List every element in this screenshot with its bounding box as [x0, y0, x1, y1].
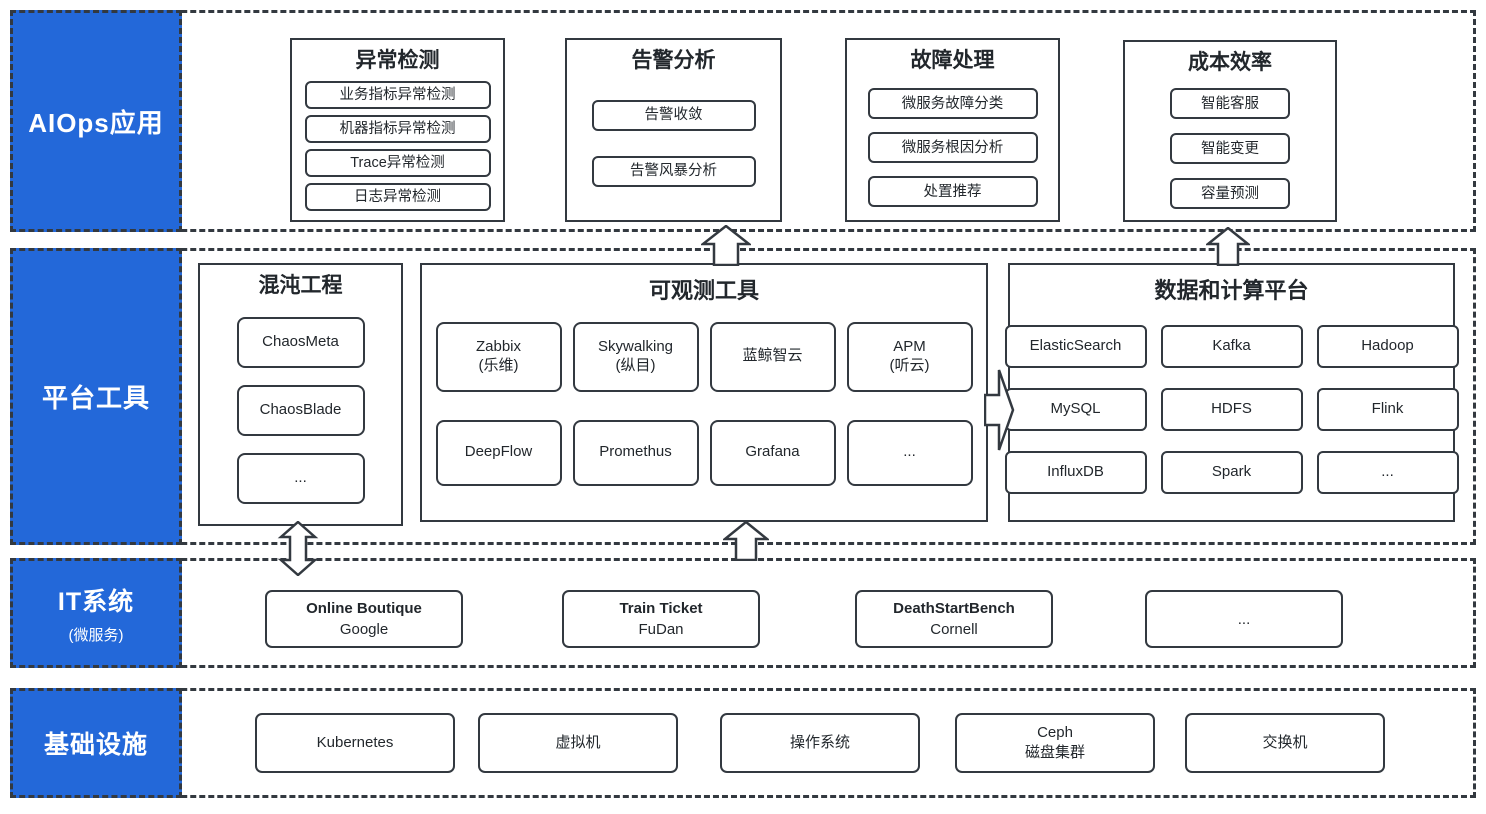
group-alert-analysis: 告警分析 告警收敛 告警风暴分析: [565, 38, 782, 222]
layer-label-platform: 平台工具: [10, 248, 182, 545]
it-app-org: Google: [339, 621, 389, 638]
up-arrow-itsystems-to-observability-icon: [723, 521, 769, 561]
dataplatform-component: HDFS: [1160, 387, 1303, 431]
dataplatform-grid: ElasticSearch Kafka Hadoop MySQL HDFS Fl…: [1004, 324, 1459, 494]
infra-kubernetes: Kubernetes: [255, 713, 455, 773]
dataplatform-component: MySQL: [1004, 387, 1147, 431]
layer-label-aiops-text: AIOps应用: [28, 107, 164, 138]
dataplatform-component: ElasticSearch: [1004, 324, 1147, 368]
fault-item: 微服务根因分析: [867, 132, 1038, 164]
group-title-alert: 告警分析: [631, 49, 716, 72]
cost-items: 智能客服 智能变更 容量预测: [1125, 88, 1335, 210]
observability-tool: APM (听云): [846, 321, 973, 392]
anomaly-item: 业务指标异常检测: [304, 81, 491, 110]
group-title-fault: 故障处理: [910, 49, 995, 72]
observability-tool: Promethus: [572, 419, 699, 486]
group-fault-handling: 故障处理 微服务故障分类 微服务根因分析 处置推荐: [845, 38, 1060, 222]
cost-item: 容量预测: [1170, 178, 1290, 210]
observability-tool: Zabbix (乐维): [435, 321, 562, 392]
anomaly-item: 日志异常检测: [304, 183, 491, 212]
group-title-observability: 可观测工具: [648, 278, 759, 303]
cost-item: 智能变更: [1170, 133, 1290, 165]
dataplatform-component: ...: [1316, 450, 1459, 494]
dataplatform-component: InfluxDB: [1004, 450, 1147, 494]
chaos-tool: ...: [236, 453, 365, 505]
it-app-train-ticket: Train Ticket FuDan: [562, 590, 760, 648]
group-title-chaos: 混沌工程: [258, 274, 343, 297]
it-app-org: FuDan: [638, 621, 684, 638]
group-title-dataplatform: 数据和计算平台: [1154, 278, 1309, 303]
dataplatform-component: Flink: [1316, 387, 1459, 431]
cost-item: 智能客服: [1170, 88, 1290, 120]
alert-item: 告警风暴分析: [591, 155, 756, 187]
fault-items: 微服务故障分类 微服务根因分析 处置推荐: [847, 88, 1058, 208]
double-arrow-chaos-to-itsystems-icon: [277, 521, 319, 576]
layer-label-itsystems: IT系统 (微服务): [10, 558, 182, 668]
it-app-name: Online Boutique: [306, 600, 422, 617]
chaos-tool: ChaosMeta: [236, 317, 365, 369]
group-data-computing-platform: 数据和计算平台 ElasticSearch Kafka Hadoop MySQL…: [1004, 263, 1459, 522]
layer-label-itsystems-subtext: (微服务): [68, 626, 124, 644]
up-arrow-dataplatform-to-cost-icon: [1206, 227, 1250, 266]
group-anomaly-detection: 异常检测 业务指标异常检测 机器指标异常检测 Trace异常检测 日志异常检测: [290, 38, 505, 222]
anomaly-item: Trace异常检测: [304, 149, 491, 178]
observability-tool: Skywalking (纵目): [572, 321, 699, 392]
fault-item: 微服务故障分类: [867, 88, 1038, 120]
it-app-name: ...: [1237, 610, 1251, 628]
layer-label-infrastructure-text: 基础设施: [43, 731, 148, 759]
dataplatform-component: Hadoop: [1316, 324, 1459, 368]
anomaly-item: 机器指标异常检测: [304, 115, 491, 144]
observability-tool: 蓝鲸智云: [709, 321, 836, 392]
observability-grid: Zabbix (乐维) Skywalking (纵目) 蓝鲸智云 APM (听云…: [435, 321, 973, 486]
it-app-online-boutique: Online Boutique Google: [265, 590, 463, 648]
it-app-org: Cornell: [930, 621, 978, 638]
layer-label-infrastructure: 基础设施: [10, 688, 182, 798]
right-arrow-observability-to-dataplatform-icon: [984, 368, 1015, 452]
alert-items: 告警收敛 告警风暴分析: [567, 74, 780, 220]
it-app-name: Train Ticket: [619, 600, 703, 617]
fault-item: 处置推荐: [867, 176, 1038, 208]
up-arrow-observability-to-alert-icon: [701, 225, 751, 266]
it-app-name: DeathStartBench: [893, 600, 1015, 617]
anomaly-items: 业务指标异常检测 机器指标异常检测 Trace异常检测 日志异常检测: [292, 81, 503, 212]
layer-label-aiops: AIOps应用: [10, 10, 182, 232]
group-observability-tools: 可观测工具 Zabbix (乐维) Skywalking (纵目) 蓝鲸智云 A…: [420, 263, 988, 522]
alert-item: 告警收敛: [591, 99, 756, 131]
layer-label-platform-text: 平台工具: [41, 383, 150, 413]
observability-tool: DeepFlow: [435, 419, 562, 486]
group-chaos-engineering: 混沌工程 ChaosMeta ChaosBlade ...: [198, 263, 403, 526]
it-app-deathstartbench: DeathStartBench Cornell: [855, 590, 1053, 648]
dataplatform-component: Kafka: [1160, 324, 1303, 368]
infra-virtual-machine: 虚拟机: [478, 713, 678, 773]
infra-operating-system: 操作系统: [720, 713, 920, 773]
it-app-more: ...: [1145, 590, 1343, 648]
chaos-tool: ChaosBlade: [236, 385, 365, 437]
group-cost-efficiency: 成本效率 智能客服 智能变更 容量预测: [1123, 40, 1337, 222]
group-title-cost: 成本效率: [1188, 51, 1272, 74]
layer-label-itsystems-text: IT系统: [57, 587, 135, 616]
infra-switch: 交换机: [1185, 713, 1385, 773]
group-title-anomaly: 异常检测: [355, 49, 440, 72]
observability-tool: Grafana: [709, 419, 836, 486]
observability-tool: ...: [846, 419, 973, 486]
dataplatform-component: Spark: [1160, 450, 1303, 494]
chaos-items: ChaosMeta ChaosBlade ...: [200, 317, 401, 505]
infra-ceph-disk-cluster: Ceph 磁盘集群: [955, 713, 1155, 773]
